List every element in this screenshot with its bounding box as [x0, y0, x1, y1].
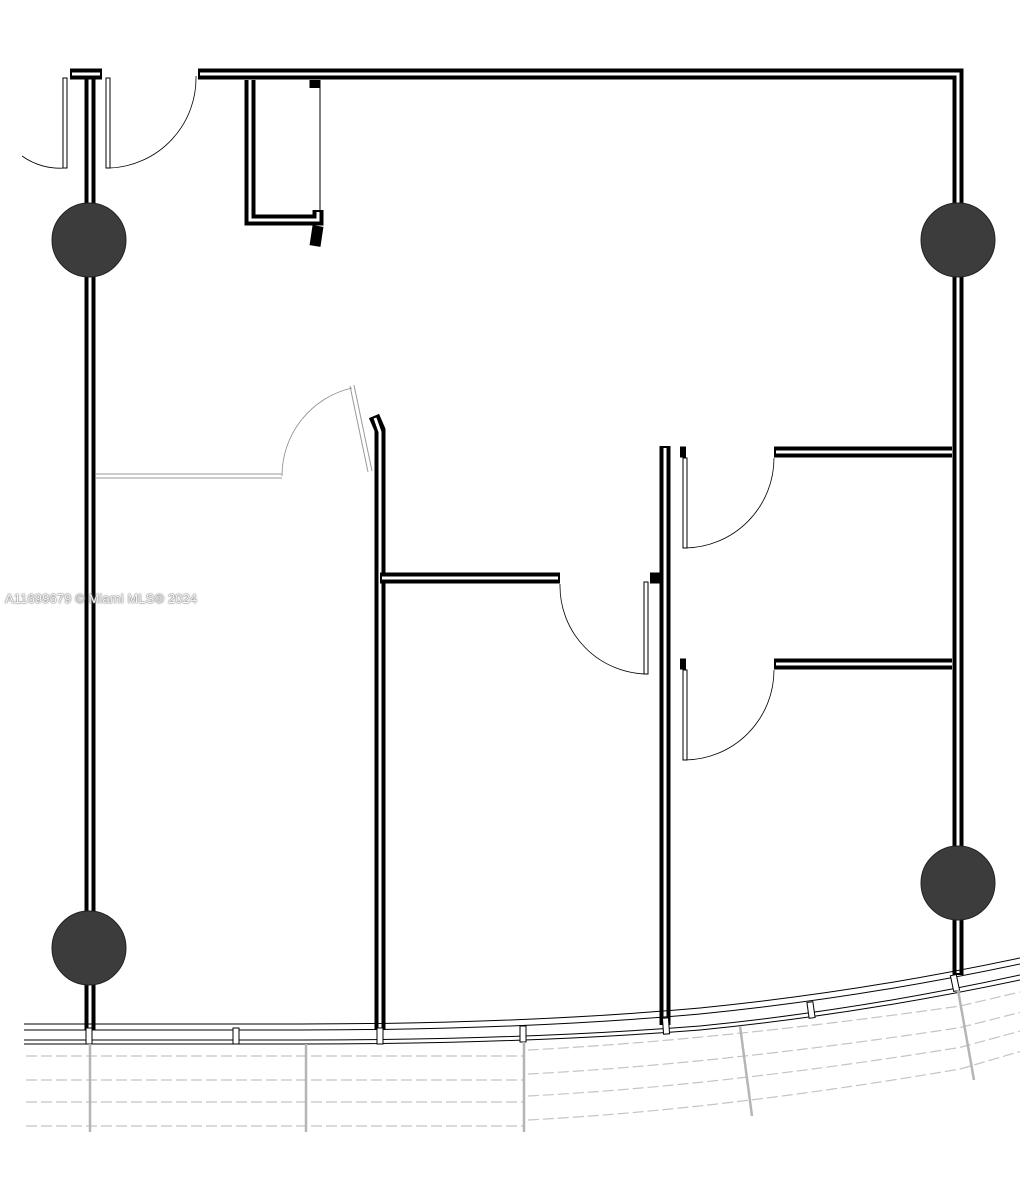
column-top-right — [920, 202, 996, 278]
paving-row-curved — [527, 991, 1020, 1051]
wall-closet-jamb — [309, 225, 324, 247]
door-entry-arc-left — [21, 155, 66, 169]
paving-joint — [738, 1025, 754, 1117]
column-bottom-left — [51, 910, 127, 986]
columns — [51, 202, 996, 986]
wall-top — [198, 68, 964, 975]
door-office-upper-arc — [684, 457, 775, 549]
door-glass-leaf — [349, 384, 373, 473]
paving-row-curved — [527, 1050, 1020, 1121]
door-glass-arc — [281, 387, 353, 477]
paving-joint — [956, 989, 976, 1081]
paving-row-curved — [527, 1011, 1020, 1075]
door-entry-leaf-right — [105, 77, 111, 169]
paving — [26, 989, 1020, 1132]
wall-closet — [244, 80, 324, 226]
watermark-text: A11699679 © Miami MLS® 2024 — [5, 591, 198, 606]
door-room-leaf — [643, 581, 649, 675]
door-office-upper-leaf — [682, 457, 688, 549]
walls — [70, 68, 964, 1030]
door-entry-arc-right — [109, 75, 197, 169]
door-office-lower-leaf — [682, 669, 688, 761]
door-entry-leaf-left — [62, 77, 68, 169]
door-room-arc — [559, 583, 649, 675]
facade-line-3 — [24, 974, 1020, 1041]
glass-partition — [96, 473, 282, 479]
paving-row-curved — [527, 1030, 1020, 1097]
column-top-left — [51, 202, 127, 278]
facade — [24, 957, 1020, 1045]
facade-line-4 — [24, 979, 1020, 1045]
facade-line-inner — [24, 963, 1020, 1031]
column-bottom-right — [920, 845, 996, 921]
facade-line-outer — [24, 957, 1020, 1025]
door-office-lower-arc — [684, 669, 775, 761]
doors — [21, 75, 775, 761]
